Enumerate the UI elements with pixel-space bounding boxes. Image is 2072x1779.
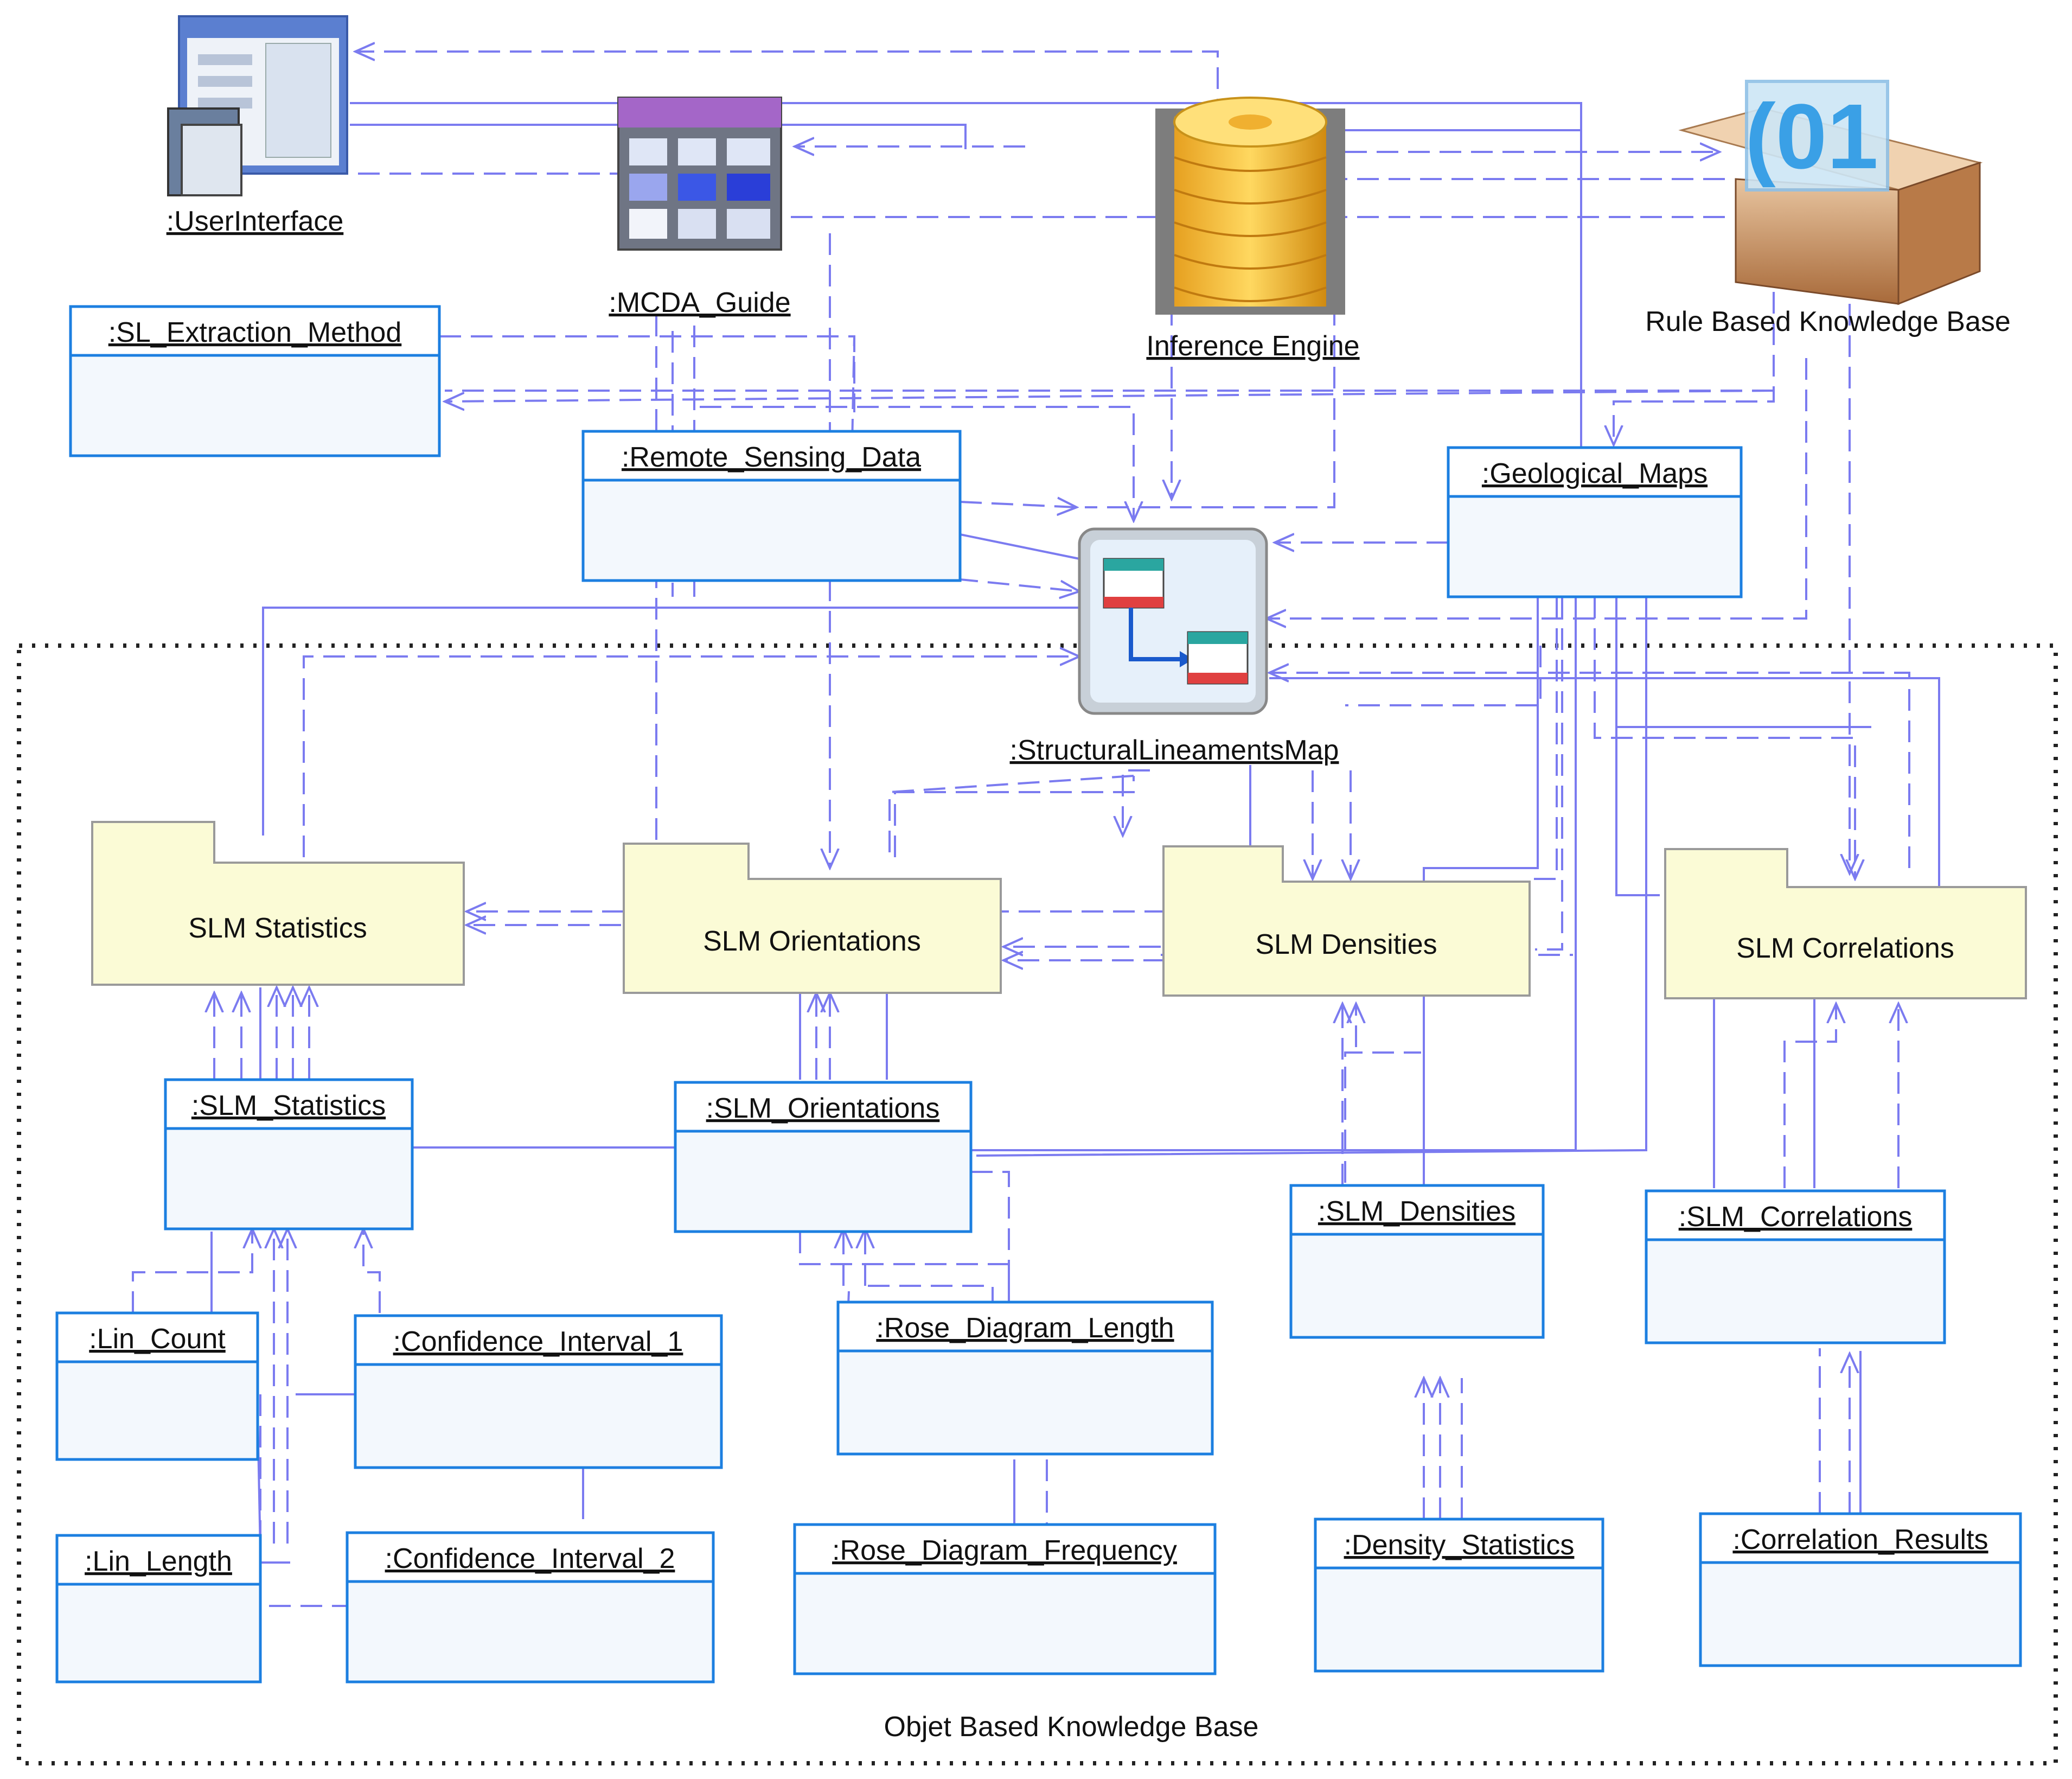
object-label: :SL_Extraction_Method	[108, 317, 402, 348]
object-slm-correlations[interactable]: :SLM_Correlations	[1645, 1189, 1946, 1344]
object-label: :Confidence_Interval_2	[385, 1543, 675, 1574]
package-label: SLM Densities	[1255, 929, 1437, 960]
window-icon	[167, 15, 348, 196]
object-rose-diagram-frequency[interactable]: :Rose_Diagram_Frequency	[793, 1523, 1217, 1675]
user-interface-actor[interactable]: :UserInterface	[167, 15, 348, 237]
object-confidence-interval-1[interactable]: :Confidence_Interval_1	[354, 1314, 723, 1469]
object-label: :SLM_Statistics	[191, 1090, 386, 1121]
object-kb-boundary	[17, 643, 2058, 1765]
slm-map-label: :StructuralLineamentsMap	[1010, 735, 1339, 766]
table-icon	[617, 97, 782, 251]
object-geological-maps[interactable]: :Geological_Maps	[1447, 446, 1743, 598]
diagram-icon	[1078, 527, 1268, 715]
object-label: :Confidence_Interval_1	[393, 1326, 683, 1357]
object-label: :SLM_Orientations	[706, 1093, 940, 1124]
object-density-statistics[interactable]: :Density_Statistics	[1314, 1517, 1604, 1673]
object-rose-diagram-length[interactable]: :Rose_Diagram_Length	[836, 1300, 1214, 1456]
user-interface-label: :UserInterface	[167, 206, 344, 237]
object-label: :Remote_Sensing_Data	[622, 442, 921, 473]
object-slm-densities[interactable]: :SLM_Densities	[1289, 1184, 1545, 1339]
object-correlation-results[interactable]: :Correlation_Results	[1699, 1512, 2022, 1667]
object-label: :Geological_Maps	[1482, 458, 1708, 489]
database-icon	[1155, 97, 1345, 315]
package-label: SLM Orientations	[703, 926, 921, 957]
object-lin-length[interactable]: :Lin_Length	[55, 1534, 262, 1684]
object-label: :Lin_Count	[89, 1323, 226, 1355]
package-slm-correlations[interactable]: SLM Correlations	[1664, 848, 2027, 999]
svg-text:(01: (01	[1745, 85, 1878, 188]
boundary-label: Objet Based Knowledge Base	[884, 1711, 1259, 1743]
object-label: :SLM_Correlations	[1679, 1201, 1913, 1233]
object-confidence-interval-2[interactable]: :Confidence_Interval_2	[346, 1531, 715, 1684]
inference-engine-label: Inference Engine	[1146, 330, 1359, 362]
rule-kb-label: Rule Based Knowledge Base	[1645, 306, 2011, 337]
slm-map-actor[interactable]: :StructuralLineamentsMap	[1010, 527, 1339, 766]
inference-engine-actor[interactable]: Inference Engine	[1146, 97, 1360, 362]
object-label: :Rose_Diagram_Length	[876, 1312, 1174, 1344]
rule-kb-actor[interactable]: (01 Rule Based Knowledge Base	[1645, 80, 2011, 337]
package-label: SLM Statistics	[188, 913, 367, 944]
mcda-guide-label: :MCDA_Guide	[609, 287, 790, 318]
object-label: :Density_Statistics	[1344, 1529, 1575, 1561]
object-sl-extraction-method[interactable]: :SL_Extraction_Method	[69, 305, 441, 457]
mcda-guide-actor[interactable]: :MCDA_Guide	[609, 97, 791, 318]
object-label: :SLM_Densities	[1318, 1196, 1515, 1227]
package-label: SLM Correlations	[1736, 933, 1954, 964]
object-label: :Correlation_Results	[1732, 1524, 1988, 1555]
object-slm-orientations[interactable]: :SLM_Orientations	[674, 1081, 973, 1233]
object-label: :Lin_Length	[85, 1546, 232, 1577]
object-slm-statistics[interactable]: :SLM_Statistics	[164, 1078, 414, 1230]
box-icon: (01	[1678, 80, 1983, 305]
object-lin-count[interactable]: :Lin_Count	[55, 1311, 259, 1461]
package-slm-statistics[interactable]: SLM Statistics	[91, 821, 465, 986]
package-slm-densities[interactable]: SLM Densities	[1162, 845, 1531, 997]
object-label: :Rose_Diagram_Frequency	[832, 1535, 1177, 1566]
object-remote-sensing-data[interactable]: :Remote_Sensing_Data	[581, 430, 962, 582]
package-slm-orientations[interactable]: SLM Orientations	[623, 843, 1002, 994]
